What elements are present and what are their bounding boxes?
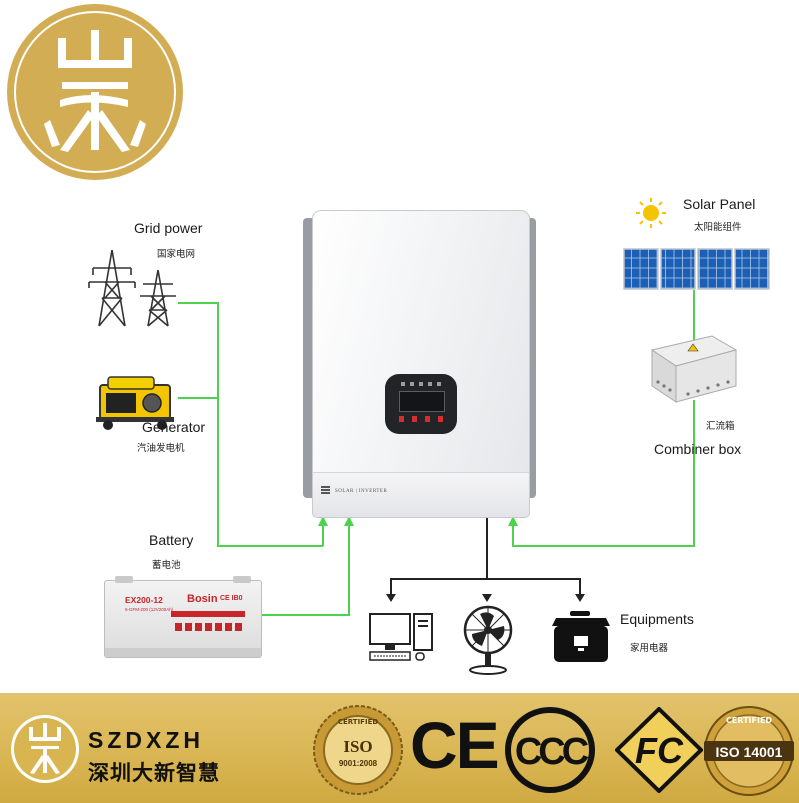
solar-inverter	[312, 210, 530, 474]
iso2-text: ISO 14001	[716, 744, 783, 760]
inverter-lcd-screen	[399, 391, 445, 412]
wire-battery-up	[348, 522, 350, 615]
iso-9001-seal: CERTIFIED ISO 9001:2008	[313, 705, 403, 795]
battery-terminal-left	[115, 576, 133, 583]
output-line-left	[390, 578, 392, 596]
wire-combiner-down	[693, 400, 695, 546]
fan-icon	[463, 605, 513, 675]
iso-certified-text: CERTIFIED	[338, 718, 379, 726]
battery-warning-icons	[175, 623, 243, 631]
battery-bottom-band	[105, 648, 261, 657]
brand-name-en: SZDXZH	[88, 727, 204, 753]
output-arrows	[386, 594, 585, 602]
power-tower-icon	[88, 249, 176, 327]
equipments-label: Equipments	[620, 611, 694, 627]
output-line-down	[486, 516, 488, 580]
fc-mark: FC	[615, 707, 703, 793]
grid-power-cn-label: 国家电网	[157, 249, 196, 260]
generator-icon	[96, 376, 174, 430]
battery-marks: CE IB0	[220, 595, 243, 602]
wire-battery	[262, 614, 350, 616]
battery-label: Battery	[149, 532, 194, 548]
inverter-display-panel	[385, 374, 457, 434]
output-line-right	[579, 578, 581, 596]
inverter-panel-text: SOLAR | INVERTER	[335, 489, 388, 494]
battery-model: EX200-12	[125, 595, 163, 605]
wire-left-bottom	[217, 545, 323, 547]
solar-panel-array	[623, 248, 770, 290]
wire-left-vertical	[217, 302, 219, 546]
equipments-cn-label: 家用电器	[630, 643, 669, 654]
solar-panel-label: Solar Panel	[683, 196, 756, 212]
rice-cooker-icon	[552, 611, 610, 662]
battery-brand: Bosin	[187, 593, 218, 605]
brand-logo	[7, 4, 183, 180]
inverter-logo-icon	[321, 486, 330, 495]
ccc-mark: CCC	[505, 707, 595, 793]
computer-icon	[369, 613, 433, 661]
fc-text: FC	[635, 730, 684, 771]
generator-cn-label: 汽油发电机	[137, 443, 185, 454]
iso2-certified-text: CERTIFIED	[726, 716, 772, 725]
inverter-bottom-panel: SOLAR | INVERTER	[312, 472, 530, 518]
battery-red-band	[171, 611, 245, 617]
generator-label: Generator	[142, 419, 206, 435]
wire-grid	[178, 302, 218, 304]
combiner-box-icon	[650, 335, 738, 403]
footer-logo	[11, 715, 79, 783]
grid-power-label: Grid power	[134, 220, 203, 236]
combiner-cn-label: 汇流箱	[706, 421, 735, 432]
ccc-text: CCC	[515, 731, 589, 773]
iso-14001-seal: CERTIFIED ISO 14001	[704, 706, 794, 796]
wire-right-up	[512, 522, 514, 546]
wire-generator	[178, 397, 218, 399]
arrow-heads	[318, 516, 518, 526]
battery-terminal-right	[233, 576, 251, 583]
iso-number-text: 9001:2008	[339, 759, 378, 768]
wire-solar-down	[693, 290, 695, 340]
ce-mark: CE	[410, 708, 500, 782]
inverter-buttons	[399, 416, 443, 422]
brand-name-cn: 深圳大新智慧	[88, 761, 220, 785]
battery-unit: EX200-12 Bosin CE IB0 6-GFM-200 (12V200A…	[104, 576, 262, 658]
battery-cn-label: 蓄电池	[152, 560, 181, 571]
inverter-indicator-lights	[401, 382, 441, 386]
iso-text: ISO	[343, 737, 372, 756]
combiner-box-label: Combiner box	[654, 441, 742, 457]
wire-left-up	[322, 522, 324, 546]
sun-icon	[636, 198, 666, 228]
wire-right-bottom	[512, 545, 695, 547]
battery-spec: 6-GFM-200 (12V200Ah)	[125, 607, 174, 612]
solar-panel-cn-label: 太阳能组件	[694, 222, 742, 233]
output-line-horizontal	[390, 578, 580, 580]
